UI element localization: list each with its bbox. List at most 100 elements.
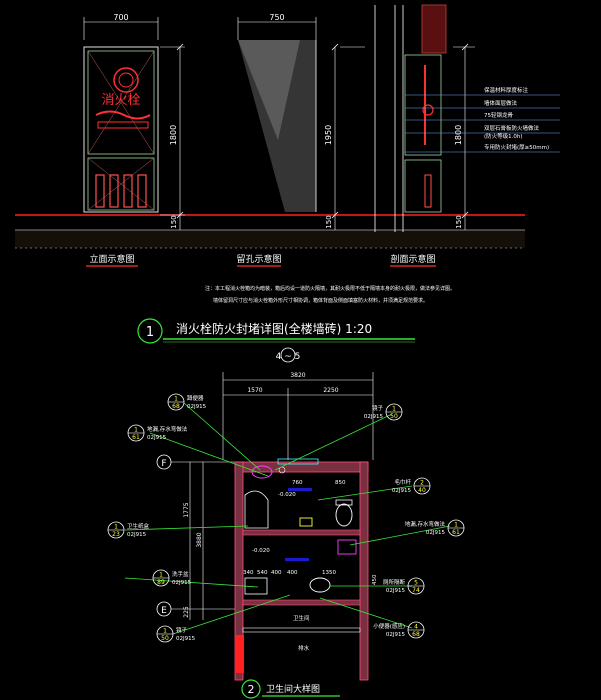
note-right-1: 墙体面层做法: [484, 99, 518, 107]
detail1-title: 消火栓防火封堵详图(全楼墙砖) 1:20: [176, 321, 372, 336]
callout-top: 1: [159, 572, 163, 579]
callout-code: 02J915: [172, 580, 192, 586]
callout-text: 蹲便器: [187, 394, 204, 402]
callout-code: 02J915: [392, 488, 412, 494]
wall-opening-hatch: [238, 40, 317, 212]
callout-leaders: [124, 402, 451, 635]
callout-top: 5: [414, 580, 418, 587]
label-section: 剖面示意图: [390, 253, 435, 265]
dim-inner-5: 400: [271, 570, 282, 576]
note-right-0: 保温材料厚度标注: [484, 86, 529, 94]
detail2-number: 2: [248, 683, 255, 696]
plan-dim-v3: 225: [183, 606, 190, 618]
dim-width-2: 750: [269, 13, 284, 22]
dim-base-1: 150: [170, 215, 178, 228]
grid-f: F: [161, 459, 166, 469]
label-elevation: 立面示意图: [89, 253, 134, 265]
ground-hatch: [15, 229, 525, 249]
room-label: 卫生间: [293, 614, 310, 622]
dim-inner-6: 400: [287, 570, 298, 576]
callout-top: 1: [392, 406, 396, 413]
dim-h-3: 1800: [454, 125, 463, 145]
bottom-label: 排水: [298, 644, 310, 652]
dim-inner-1: 760: [292, 480, 303, 486]
callout-bottom: 89: [157, 579, 165, 586]
note-texts: 保温材料厚度标注 墙体面层做法 75轻钢龙骨 双层石膏板防火墙做法 (防火等级1…: [484, 86, 549, 151]
callout-code: 02J915: [176, 636, 196, 642]
callout-7: 123 卫生纸盒 02J915: [107, 521, 150, 539]
detail1-circle: [137, 318, 163, 344]
dim-h-1: 1800: [169, 125, 178, 145]
top-dimensions: [83, 17, 317, 40]
callout-code: 02J915: [426, 530, 446, 536]
callout-code: 02J915: [386, 632, 406, 638]
callout-bottom: 40: [418, 487, 426, 494]
plan-inner-dims: 760 850 340 540 400 400 1350 450 -0.020 …: [243, 480, 378, 652]
plan-dim-total: 3820: [290, 372, 305, 379]
grid-top: 4 ~ 5: [276, 352, 301, 362]
plan-dim-v1: 1775: [183, 502, 190, 517]
callout-top: 2: [420, 480, 424, 487]
note-right-3: 双层石膏板防火墙做法: [484, 124, 540, 132]
dim-width-1: 700: [113, 13, 128, 22]
note-line-2: 墙体留洞尺寸应与消火栓箱外形尺寸相协调，箱体背面及侧面填塞防火材料，并须满足规范…: [213, 297, 428, 304]
note-right-5: 专用防火封堵(厚≥50mm): [484, 143, 549, 151]
dim-inner-7: 1350: [322, 570, 336, 576]
callout-code: 02J915: [187, 404, 207, 410]
plan-top-dims: [222, 372, 374, 460]
dim-inner-3: 340: [243, 570, 254, 576]
callout-code: 02J915: [147, 435, 167, 441]
callout-text: 镜子: [372, 404, 384, 412]
detail1-number: 1: [146, 325, 154, 340]
callout-top: 1: [163, 628, 167, 635]
callout-text: 卫生纸盒: [127, 522, 150, 530]
callout-5: 574 厕所隔断 02J915: [383, 577, 425, 595]
dim-inner-2: 850: [335, 480, 346, 486]
elev-height-dims: [160, 46, 475, 230]
note-right-4: (防火等级1.0h): [484, 132, 523, 140]
callout-bottom: 50: [390, 413, 398, 420]
callout-top: 1: [134, 427, 138, 434]
grid-e: E: [161, 606, 167, 616]
note-line-1: 注：本工程消火栓箱均为暗装，箱后均设一道防火隔墙，其耐火极限不低于隔墙本身的耐火…: [205, 285, 455, 292]
callout-text: 地漏,存水弯做法: [147, 425, 188, 433]
detail2-circle: [241, 679, 261, 699]
note-right-2: 75轻钢龙骨: [484, 111, 513, 119]
section-view: [374, 4, 447, 232]
dim-base-3: 150: [455, 215, 463, 228]
callout-bottom: 50: [161, 635, 169, 642]
callout-top: 1: [454, 522, 458, 529]
hydrant-cabinet-elevation: [83, 46, 159, 213]
plan-walls: [234, 461, 369, 681]
callout-bottom: 74: [412, 587, 420, 594]
callout-top: 1: [114, 524, 118, 531]
label-opening: 留孔示意图: [236, 253, 281, 265]
callout-text: 毛巾杆: [394, 478, 411, 486]
callout-text: 地漏,存水弯做法: [405, 520, 446, 528]
grid-top-bubble: [280, 347, 296, 363]
callout-3: 240 毛巾杆 02J915: [392, 477, 431, 495]
callout-bottom: 61: [132, 434, 140, 441]
callout-top: 4: [414, 624, 418, 631]
plan-fixtures: [244, 458, 357, 595]
plan-dim-v2: 3880: [196, 532, 203, 547]
level-1: -0.020: [278, 492, 296, 498]
dim-base-2: 150: [325, 215, 333, 228]
callout-group: 168蹲便器02J915161地漏,存水弯做法02J915150镜子02J915…: [107, 393, 465, 643]
callout-text: 小便器(感应): [373, 622, 405, 630]
plan-left-dims: [189, 462, 204, 620]
cabinet-text: 消火栓: [101, 93, 140, 108]
callout-code: 02J915: [127, 532, 147, 538]
callout-bottom: 68: [172, 403, 180, 410]
callout-bottom: 23: [112, 531, 120, 538]
callout-code: 02J915: [386, 588, 406, 594]
dim-inner-4: 540: [257, 570, 268, 576]
callout-text: 厕所隔断: [383, 578, 406, 586]
note-leaders: [405, 94, 560, 153]
plan-dim-left: 1570: [247, 387, 262, 394]
